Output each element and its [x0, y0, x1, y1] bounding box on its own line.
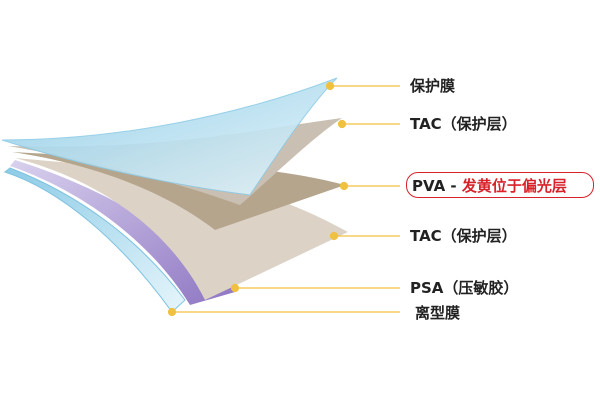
label-tac-lower: TAC（保护层） — [410, 227, 517, 245]
label-psa: PSA（压敏胶） — [410, 279, 519, 297]
leader-dot — [167, 307, 177, 317]
label-pva: PVA - 发黄位于偏光层 — [412, 177, 567, 195]
psa-layer — [10, 160, 235, 305]
leader-dot — [339, 181, 349, 191]
label-release-film: 离型膜 — [415, 304, 461, 322]
pva-prefix: PVA - — [412, 177, 462, 195]
pva-highlight-box — [406, 172, 594, 198]
label-protective-film: 保护膜 — [410, 77, 456, 95]
label-tac-upper: TAC（保护层） — [410, 115, 517, 133]
tac-lower-layer — [15, 158, 348, 300]
leader-dot — [325, 81, 335, 91]
protective-film-layer — [1, 77, 338, 196]
leader-dot — [329, 231, 339, 241]
leader-dot — [230, 283, 240, 293]
leader-dot — [337, 119, 347, 129]
release-film-layer — [3, 167, 186, 313]
pva-highlight-text: 发黄位于偏光层 — [461, 177, 567, 195]
